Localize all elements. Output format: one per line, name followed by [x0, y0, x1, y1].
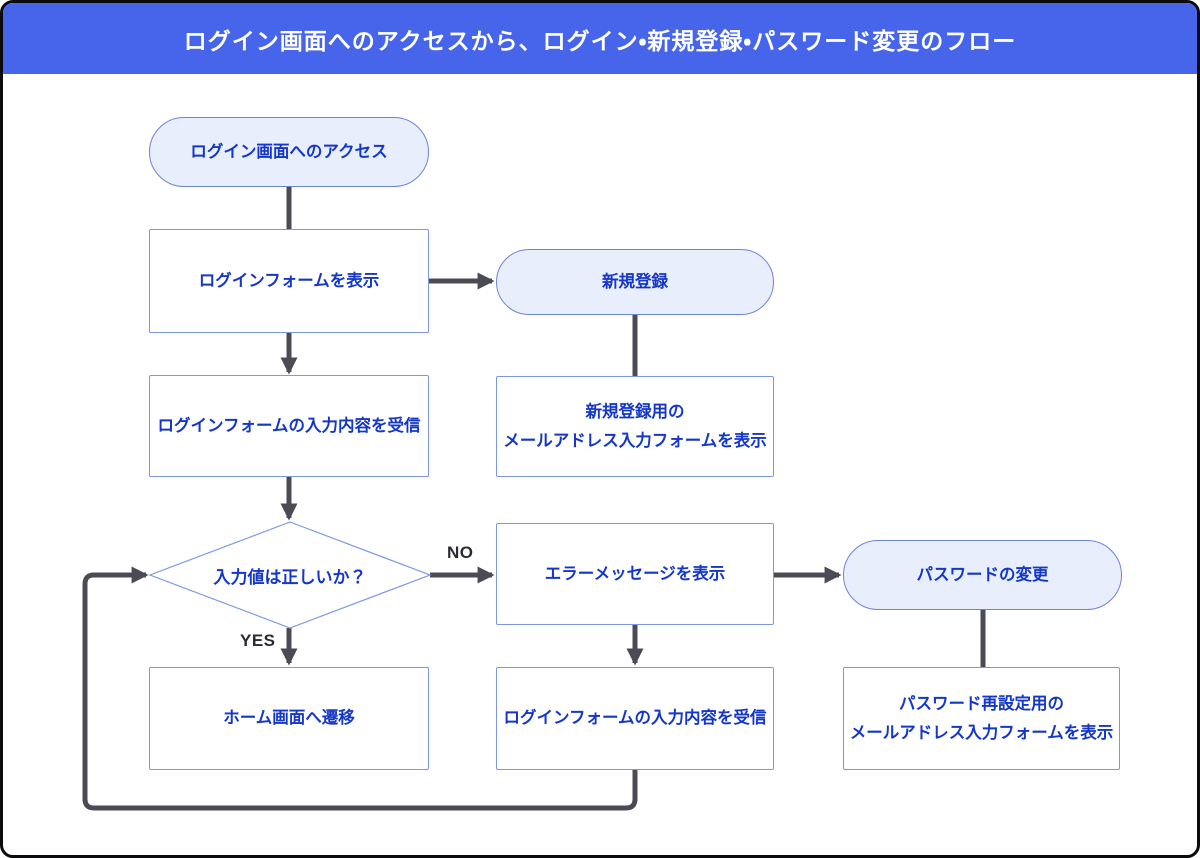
- title-bar: ログイン画面へのアクセスから、ログイン・新規登録・パスワード変更のフロー: [3, 3, 1197, 74]
- node-label-line2: メールアドレス入力フォームを表示: [849, 723, 1114, 742]
- edge-label-yes: YES: [240, 631, 276, 650]
- node-label-line1: 新規登録用の: [585, 403, 685, 422]
- node-label: 新規登録: [602, 272, 668, 291]
- node-validate-input-decision: 入力値は正しいか？: [170, 545, 410, 605]
- node-label: パスワードの変更: [916, 565, 1049, 584]
- node-receive-login-input: ログインフォームの入力内容を受信: [149, 375, 429, 477]
- node-show-login-form: ログインフォームを表示: [149, 229, 429, 333]
- node-label: ログインフォームを表示: [198, 271, 380, 290]
- node-label-line2: メールアドレス入力フォームを表示: [503, 431, 767, 450]
- page-title: ログイン画面へのアクセスから、ログイン・新規登録・パスワード変更のフロー: [183, 27, 1017, 54]
- node-label: ログインフォームの入力内容を受信: [503, 709, 767, 728]
- edge-label-no: NO: [447, 543, 474, 562]
- node-label: ログインフォームの入力内容を受信: [157, 416, 421, 435]
- node-password-change: パスワードの変更: [843, 540, 1122, 610]
- node-label: エラーメッセージを表示: [544, 564, 726, 583]
- node-label-line1: パスワード再設定用の: [899, 695, 1064, 714]
- node-label: ログイン画面へのアクセス: [190, 142, 388, 161]
- node-signup-email-form: 新規登録用の メールアドレス入力フォームを表示: [496, 376, 774, 477]
- node-password-reset-email-form: パスワード再設定用の メールアドレス入力フォームを表示: [843, 667, 1120, 770]
- node-access-login-screen: ログイン画面へのアクセス: [149, 117, 429, 187]
- node-show-error-message: エラーメッセージを表示: [496, 523, 774, 625]
- node-receive-login-input-2: ログインフォームの入力内容を受信: [496, 667, 774, 770]
- node-go-home-screen: ホーム画面へ遷移: [149, 667, 429, 770]
- node-label: ホーム画面へ遷移: [223, 709, 355, 728]
- node-label: 入力値は正しいか？: [213, 567, 367, 587]
- node-signup: 新規登録: [496, 249, 774, 315]
